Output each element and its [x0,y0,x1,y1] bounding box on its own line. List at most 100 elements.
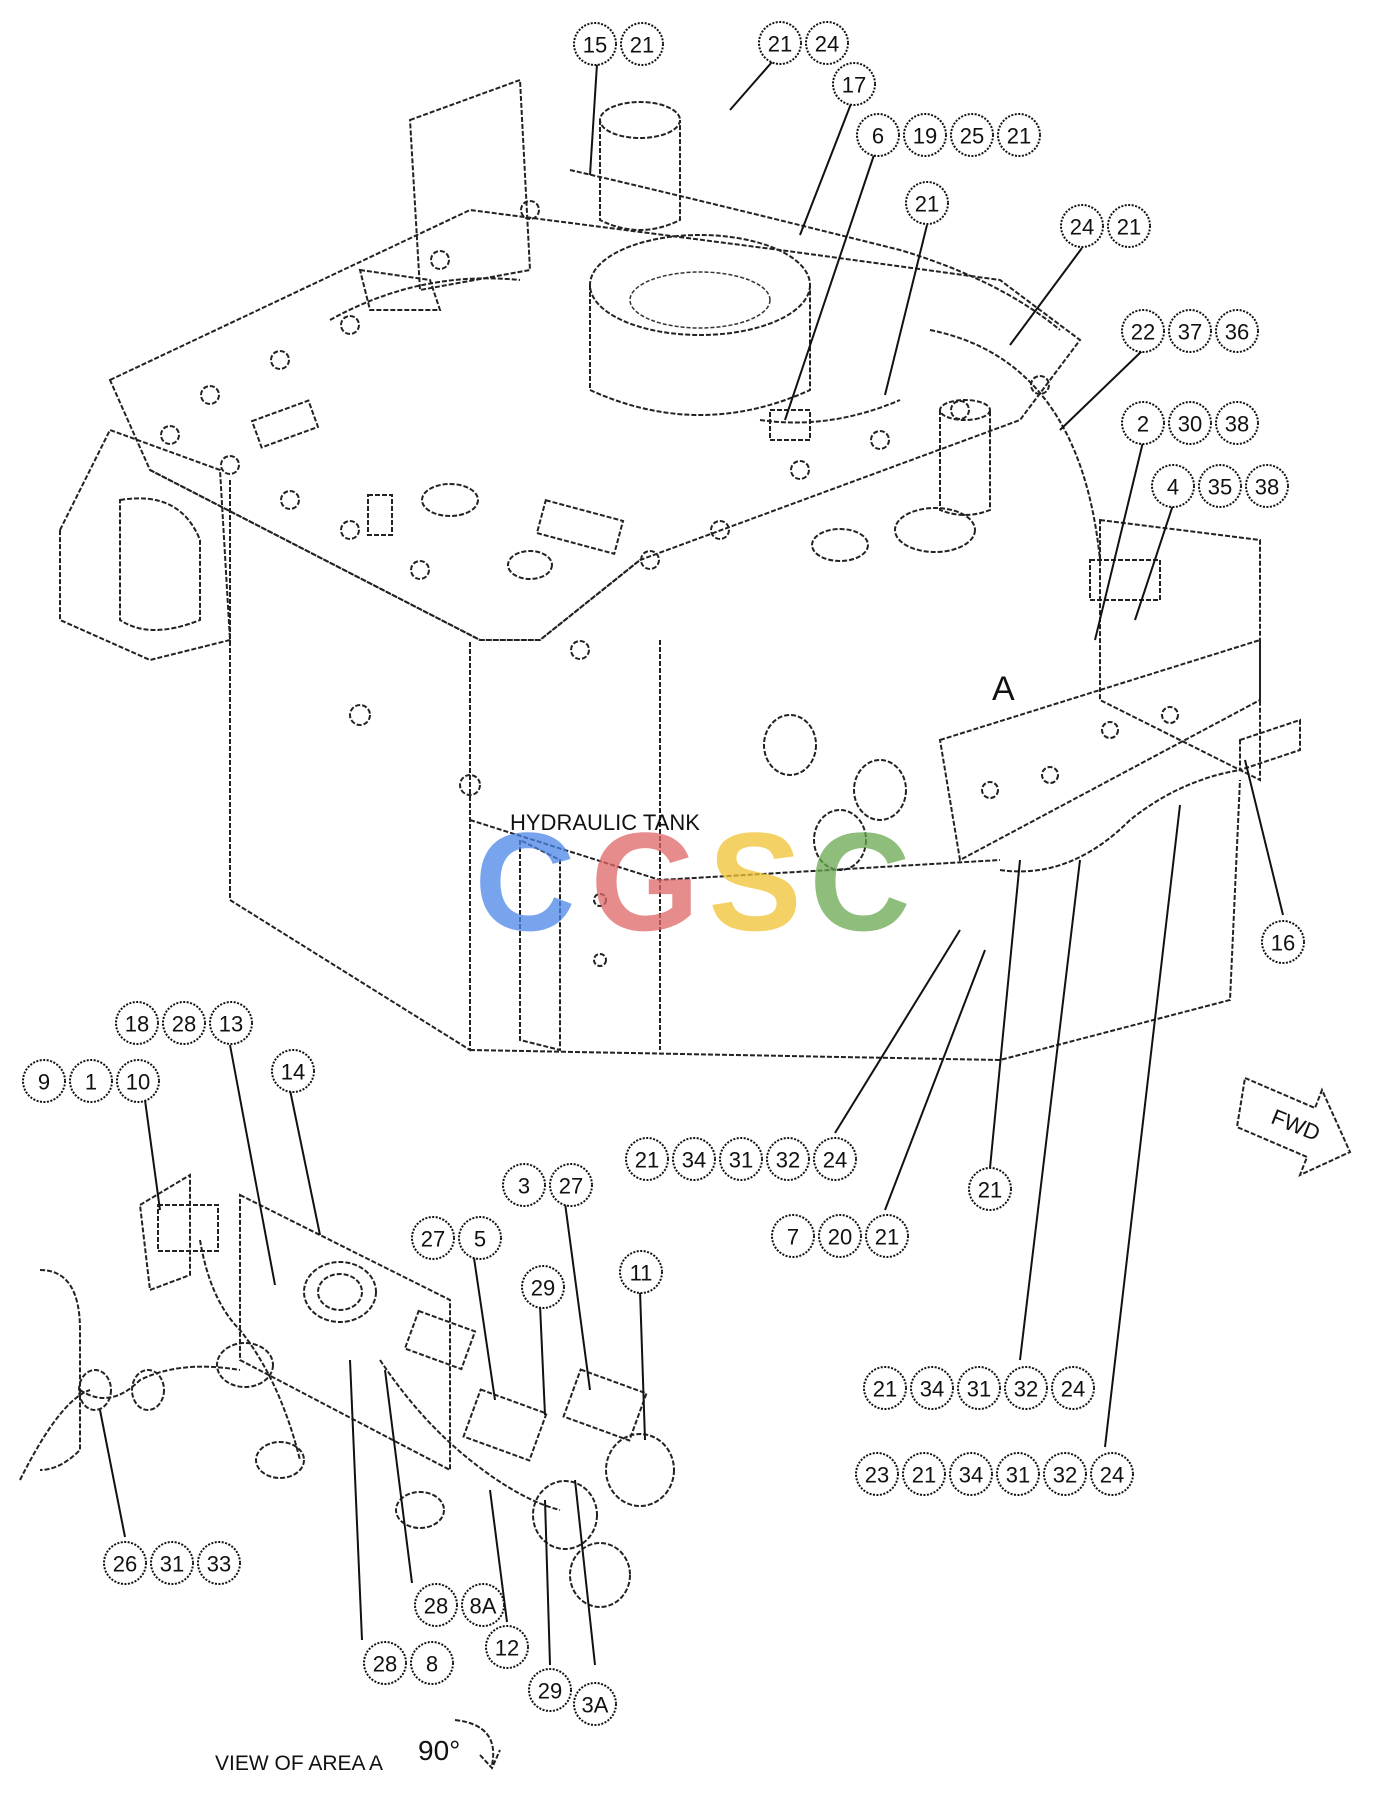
callout-bubble [1198,464,1242,508]
callout-number: 31 [729,1148,753,1173]
callout-number: 30 [1178,412,1202,437]
callout-bubble [103,1541,147,1585]
watermark-letter-1: C [474,803,575,960]
callout-bubble [271,1049,315,1093]
callout-number: 27 [559,1174,583,1199]
callout-number: 38 [1225,412,1249,437]
callout-bubble [1168,401,1212,445]
callout-number: 28 [172,1012,196,1037]
callout-bubble [1121,309,1165,353]
hydraulic-tank-label: HYDRAULIC TANK [510,810,700,835]
callout-bubble [1090,1452,1134,1496]
callout-bubble [1107,204,1151,248]
callout-bubble [771,1214,815,1258]
callout-number: 16 [1271,931,1295,956]
callout-number: 21 [915,192,939,217]
callout-bubble [832,62,876,106]
watermark-letter-4: C [809,803,910,960]
callout-bubble [573,22,617,66]
callout-number: 11 [630,1261,653,1286]
callout-bubble [1215,401,1259,445]
callout-bubble [573,1682,617,1726]
callout-number: 22 [1131,320,1155,345]
rotation-arrow-icon [454,1719,501,1770]
callout-number: 7 [787,1225,799,1250]
callout-bubble [363,1641,407,1685]
callout-group: 16 [1261,920,1305,964]
callout-group: 21 24 [758,21,849,65]
callout-number: 27 [421,1227,445,1252]
callout-bubble [903,113,947,157]
callout-number: 36 [1225,320,1249,345]
callout-number: 19 [913,124,937,149]
callout-number: 37 [1178,320,1202,345]
callout-bubble [758,21,802,65]
callout-bubble [813,1137,857,1181]
callout-number: 38 [1255,475,1279,500]
callout-bubble [461,1583,505,1627]
callout-bubble [1004,1366,1048,1410]
callout-bubble [69,1059,113,1103]
callout-group: 28 8 [363,1641,454,1685]
callout-number: 12 [495,1636,519,1661]
callout-number: 32 [1053,1463,1077,1488]
callout-bubble [818,1214,862,1258]
cgsc-watermark: C G S C [474,803,910,960]
callout-group: 29 [528,1668,572,1712]
callout-bubble [968,1167,1012,1211]
callout-number: 33 [207,1552,231,1577]
callout-number: 31 [1006,1463,1030,1488]
callout-bubble [766,1137,810,1181]
callout-number: 21 [768,32,792,57]
callout-bubble [1051,1366,1095,1410]
callout-number: 23 [865,1463,889,1488]
callout-bubble [910,1366,954,1410]
callout-number: 3A [582,1693,609,1718]
callout-group: 21 [968,1167,1012,1211]
callout-bubble [528,1668,572,1712]
callout-number: 6 [872,124,884,149]
callout-number: 28 [373,1652,397,1677]
callout-number: 8 [426,1652,438,1677]
callout-number: 32 [1014,1377,1038,1402]
callout-number: 10 [126,1070,150,1095]
callout-bubble [115,1001,159,1045]
callout-bubble [209,1001,253,1045]
callout-number: 31 [160,1552,184,1577]
forward-arrow-icon: FWD [1235,1076,1352,1177]
callout-group: 21 [905,181,949,225]
callout-number: 35 [1208,475,1232,500]
watermark-letter-2: G [591,803,700,960]
callout-bubble [719,1137,763,1181]
callout-group: 29 [521,1265,565,1309]
area-a-label: A [992,670,1015,708]
callout-number: 24 [1070,215,1094,240]
callout-number: 13 [219,1012,243,1037]
callout-number: 25 [960,124,984,149]
callout-bubble [619,1250,663,1294]
callout-number: 32 [776,1148,800,1173]
callout-bubble [625,1137,669,1181]
callout-number: 8A [470,1594,497,1619]
callout-number: 21 [978,1178,1002,1203]
callout-bubble [22,1059,66,1103]
callout-group: 11 [619,1250,663,1294]
callout-bubble [856,113,900,157]
callout-bubble [620,22,664,66]
callout-number: 34 [920,1377,944,1402]
callout-number: 31 [967,1377,991,1402]
callout-number: 1 [85,1070,97,1095]
callout-number: 2 [1137,412,1149,437]
callout-number: 24 [815,32,839,57]
